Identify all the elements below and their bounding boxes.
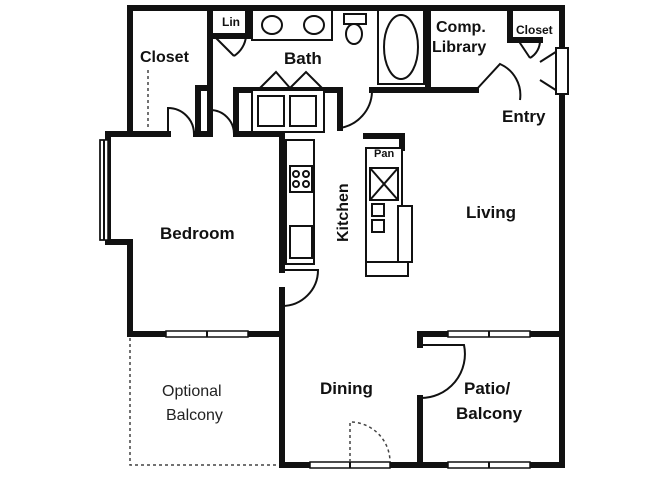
label-optional-balcony-line2: Balcony — [166, 407, 223, 424]
label-linen: Lin — [222, 15, 240, 29]
label-comp-library-line2: Library — [432, 39, 486, 56]
label-comp-library-line1: Comp. — [436, 19, 486, 36]
label-patio-line1: Patio/ — [464, 379, 511, 398]
label-bath: Bath — [284, 49, 322, 68]
kitchen-fixtures — [285, 139, 413, 277]
label-kitchen: Kitchen — [335, 183, 352, 242]
label-pantry: Pan — [374, 148, 394, 160]
label-living: Living — [466, 203, 516, 222]
room-labels: Closet Lin Bath Comp. Library Closet Ent… — [140, 15, 553, 424]
label-bedroom: Bedroom — [160, 224, 235, 243]
label-entry: Entry — [502, 107, 546, 126]
label-closet-right: Closet — [516, 23, 553, 37]
optional-balcony-outline — [129, 338, 280, 466]
label-closet-left: Closet — [140, 49, 190, 66]
label-optional-balcony-line1: Optional — [162, 383, 222, 400]
entry-door-frame — [555, 47, 569, 95]
bath-fixtures — [251, 9, 425, 133]
label-dining: Dining — [320, 379, 373, 398]
windows — [99, 139, 531, 469]
label-patio-line2: Balcony — [456, 404, 523, 423]
